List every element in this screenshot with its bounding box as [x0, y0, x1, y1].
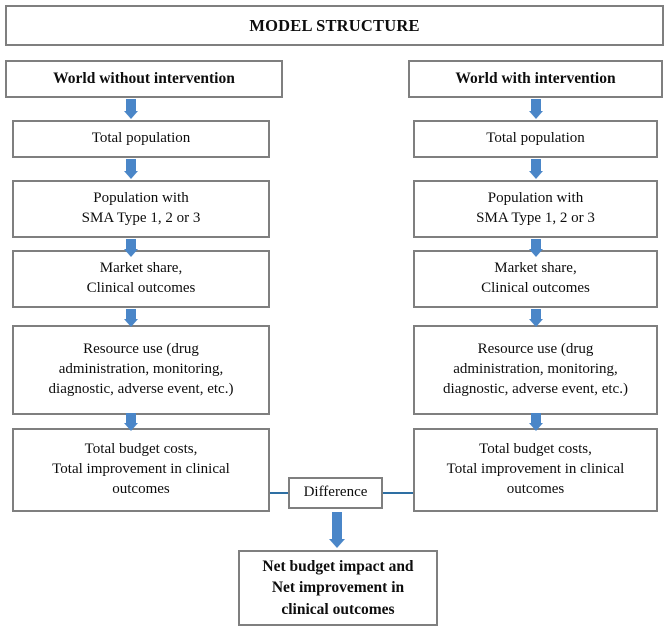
arrow-down-icon: [521, 99, 551, 119]
arrow-down-icon: [116, 239, 146, 257]
step-box-left-total-budget-costs: Total budget costs, Total improvement in…: [12, 428, 270, 512]
difference-node: Difference: [288, 477, 383, 509]
step-box-right-population-sma: Population with SMA Type 1, 2 or 3: [413, 180, 658, 238]
result-node-net-budget-impact: Net budget impact and Net improvement in…: [238, 550, 438, 626]
column-header-with-intervention: World with intervention: [408, 60, 663, 98]
step-box-right-total-population: Total population: [413, 120, 658, 158]
arrow-down-icon: [116, 99, 146, 119]
step-box-right-resource-use: Resource use (drug administration, monit…: [413, 325, 658, 415]
arrow-down-icon: [521, 239, 551, 257]
connector-line-left: [268, 492, 290, 494]
page-title: MODEL STRUCTURE: [249, 15, 420, 35]
step-box-left-population-sma: Population with SMA Type 1, 2 or 3: [12, 180, 270, 238]
arrow-down-icon: [116, 309, 146, 327]
step-box-right-total-budget-costs: Total budget costs, Total improvement in…: [413, 428, 658, 512]
step-box-right-market-share: Market share, Clinical outcomes: [413, 250, 658, 308]
column-header-without-intervention: World without intervention: [5, 60, 283, 98]
step-box-left-market-share: Market share, Clinical outcomes: [12, 250, 270, 308]
step-box-left-total-population: Total population: [12, 120, 270, 158]
arrow-down-icon: [521, 413, 551, 431]
arrow-down-icon: [521, 159, 551, 179]
arrow-down-icon: [116, 413, 146, 431]
arrow-down-icon: [116, 159, 146, 179]
connector-line-right: [381, 492, 415, 494]
arrow-down-icon: [320, 512, 354, 548]
diagram-title-box: MODEL STRUCTURE: [5, 5, 664, 46]
arrow-down-icon: [521, 309, 551, 327]
step-box-left-resource-use: Resource use (drug administration, monit…: [12, 325, 270, 415]
